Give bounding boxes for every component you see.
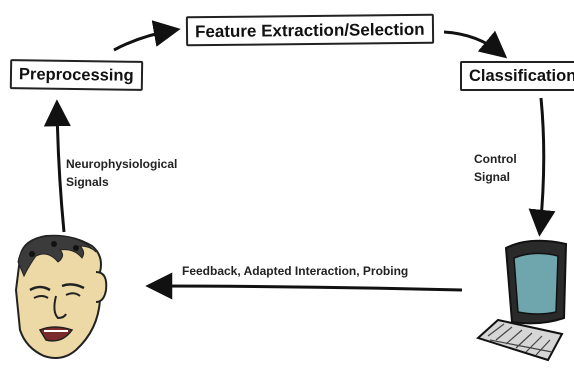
neuro-line-1: Neurophysiological (66, 157, 178, 171)
arrow-pre-to-feature (113, 20, 181, 52)
arrow-class-to-computer (528, 97, 556, 237)
arrow-feature-to-class (443, 30, 508, 59)
neuro-line-2: Signals (66, 175, 109, 189)
preprocessing-node: Preprocessing (9, 59, 143, 91)
preprocessing-label: Preprocessing (18, 65, 134, 85)
arrow-feedback (145, 272, 463, 300)
feature-extraction-label: Feature Extraction/Selection (194, 19, 425, 42)
control-signal-label: Control Signal (474, 150, 564, 186)
feature-extraction-node: Feature Extraction/Selection (185, 13, 434, 47)
classification-node: Classification (460, 61, 574, 91)
classification-label: Classification (469, 67, 574, 85)
feedback-label: Feedback, Adapted Interaction, Probing (182, 264, 409, 278)
arrow-person-to-pre (43, 99, 71, 233)
control-line-2: Signal (474, 170, 511, 184)
control-line-1: Control (474, 152, 517, 166)
neurophysiological-signals-label: Neurophysiological Signals (66, 155, 226, 191)
computer-icon (476, 239, 568, 362)
person-face-icon (14, 234, 108, 359)
